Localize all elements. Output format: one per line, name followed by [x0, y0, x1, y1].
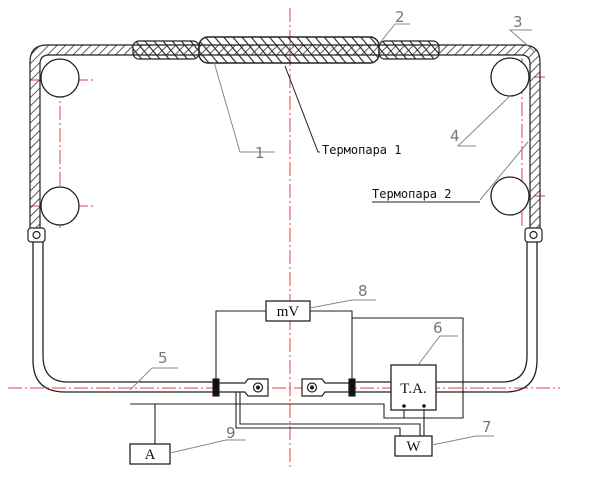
measurement-wiring	[130, 310, 464, 444]
wattmeter-label: W	[406, 439, 421, 455]
thermocouple-1-leader	[284, 65, 320, 153]
return-conductor	[32, 236, 538, 393]
rope-section-left	[132, 40, 200, 60]
return-conductor-outer-right	[355, 236, 538, 393]
return-conductor-outer	[32, 236, 213, 393]
leader-2	[378, 23, 410, 45]
millivoltmeter: mV	[265, 300, 311, 322]
transformer-box	[390, 364, 437, 411]
corner-terminals	[27, 227, 543, 243]
rope-section-center	[198, 36, 380, 64]
millivoltmeter-label: mV	[277, 304, 300, 320]
wire-loop-left-a	[235, 392, 401, 436]
leader-4	[456, 95, 511, 147]
leader-1	[213, 61, 275, 153]
leader-6	[417, 335, 458, 366]
wire-loop-left-b	[239, 392, 421, 436]
roller-mid-left	[40, 186, 80, 226]
lug-right-bolt-core	[309, 385, 315, 390]
central-connectors	[212, 378, 356, 397]
wattmeter: W	[394, 435, 433, 457]
transformer-terminal-right	[422, 404, 426, 408]
leader-lines	[129, 23, 536, 454]
part-numbers: 1 2 3 4 5 6 7 8 9	[158, 8, 523, 442]
wire-mv-right	[310, 310, 353, 379]
part-number-7: 7	[482, 418, 492, 436]
ammeter-label: A	[145, 447, 156, 463]
wire-ammeter	[130, 403, 404, 419]
rope-section-right	[378, 40, 440, 60]
part-number-6: 6	[433, 319, 443, 337]
axis-lines	[8, 8, 560, 470]
millivoltmeter-box	[265, 300, 311, 322]
clamp-right	[348, 378, 356, 397]
leader-8	[309, 299, 376, 309]
current-transformer: T.A.	[390, 364, 437, 411]
terminal-left-bolt	[32, 230, 41, 240]
wire-mv-left	[215, 310, 266, 379]
return-conductor-inner-right	[355, 236, 528, 383]
leader-5	[129, 367, 178, 391]
thermocouple-labels: Термопара 1 Термопара 2	[322, 143, 480, 203]
part-number-9: 9	[226, 424, 236, 442]
ammeter: A	[129, 443, 171, 465]
part-number-5: 5	[158, 349, 168, 367]
thermocouple-2-label: Термопара 2	[372, 187, 451, 201]
thermocouple-1-label: Термопара 1	[322, 143, 401, 157]
part-number-3: 3	[513, 13, 523, 31]
roller-mid-right	[490, 176, 530, 216]
thermocouple-1-leader-line	[284, 65, 320, 153]
transformer-label: T.A.	[400, 381, 426, 397]
transformer-terminal-left	[402, 404, 406, 408]
conductor-loop	[29, 36, 541, 231]
part-number-2: 2	[395, 8, 405, 26]
leader-thermocouple-2	[479, 141, 529, 201]
part-number-1: 1	[255, 144, 265, 162]
leader-7	[431, 435, 494, 446]
clamp-left	[212, 378, 220, 397]
lug-left-bolt-core	[255, 385, 261, 390]
ammeter-box	[129, 443, 171, 465]
leader-3	[508, 29, 536, 53]
part-number-4: 4	[450, 127, 460, 145]
part-number-8: 8	[358, 282, 368, 300]
wire-frame-top	[352, 317, 464, 419]
rollers	[40, 57, 530, 226]
roller-top-left	[40, 58, 80, 98]
wattmeter-box	[394, 435, 433, 457]
roller-top-right	[490, 57, 530, 97]
return-conductor-inner	[42, 236, 213, 383]
leader-9	[169, 439, 246, 454]
terminal-right-bolt	[529, 230, 538, 240]
